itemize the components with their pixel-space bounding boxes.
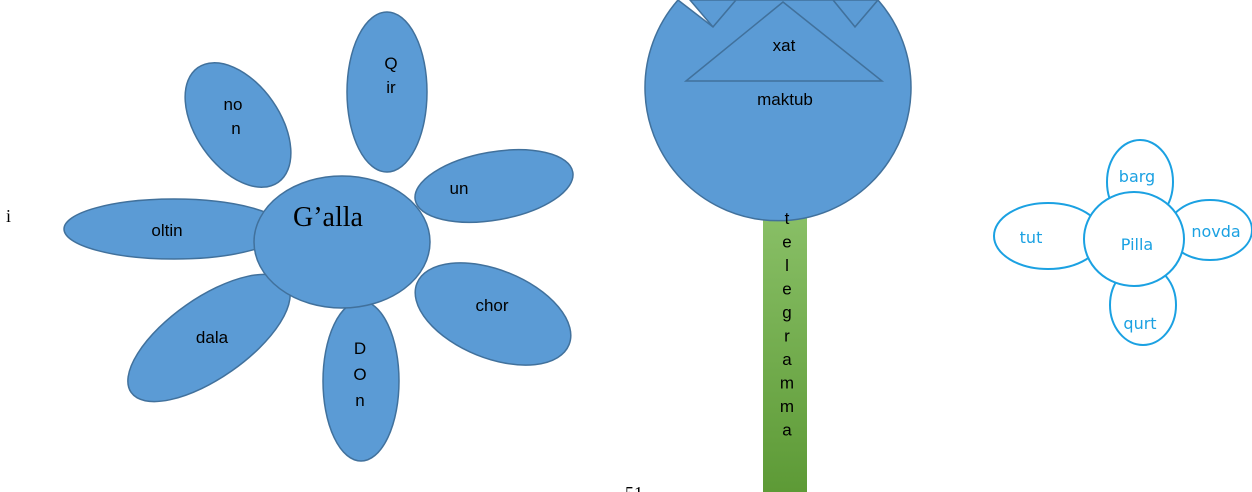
petal-label: O [353,365,366,384]
stem-letter: a [782,421,792,440]
petal-label: no [224,95,243,114]
petal-top [346,11,428,173]
petal-label: D [354,339,366,358]
flower-center-label: Pilla [1121,235,1153,254]
wheat-flower: no n Q ir un oltin chor dala D O n G’all… [63,11,574,462]
stem-letter: g [782,303,791,322]
tulip-top-label: xat [773,36,796,55]
tulip-stem [763,194,807,492]
petal-label: novda [1191,222,1240,241]
stem-letter: e [782,233,791,252]
petal-label: dala [196,328,229,347]
petal-label: Q [384,54,397,73]
petal-label: oltin [151,221,182,240]
stem-letter: a [782,350,792,369]
margin-char: i [6,206,11,226]
petal-label: n [231,119,240,138]
flower-center [253,175,431,309]
petal-label: n [355,391,364,410]
stem-letter: m [780,397,794,416]
flower-center-label: G’alla [293,202,364,233]
stem-letter: m [780,374,794,393]
tulip-triangle [683,1,885,82]
petal-label: ir [386,78,396,97]
silkworm-flower: barg tut novda qurt Pilla [993,139,1252,346]
flower-center [1083,191,1185,287]
stem-letter: l [785,256,789,275]
petal-top-left [184,62,292,188]
petal-label: chor [475,296,508,315]
petal-label: barg [1119,167,1155,186]
petal-right-upper [414,148,574,224]
petal-right-lower [414,262,572,366]
stem-letter: r [784,327,790,346]
petal-label: qurt [1123,314,1156,333]
petal-label: tut [1020,228,1043,247]
stem-letter: t [785,209,790,228]
tulip-bottom-label: maktub [757,90,813,109]
page-number: 51 [625,483,643,492]
petal-label: un [450,179,469,198]
stem-letter: e [782,280,791,299]
